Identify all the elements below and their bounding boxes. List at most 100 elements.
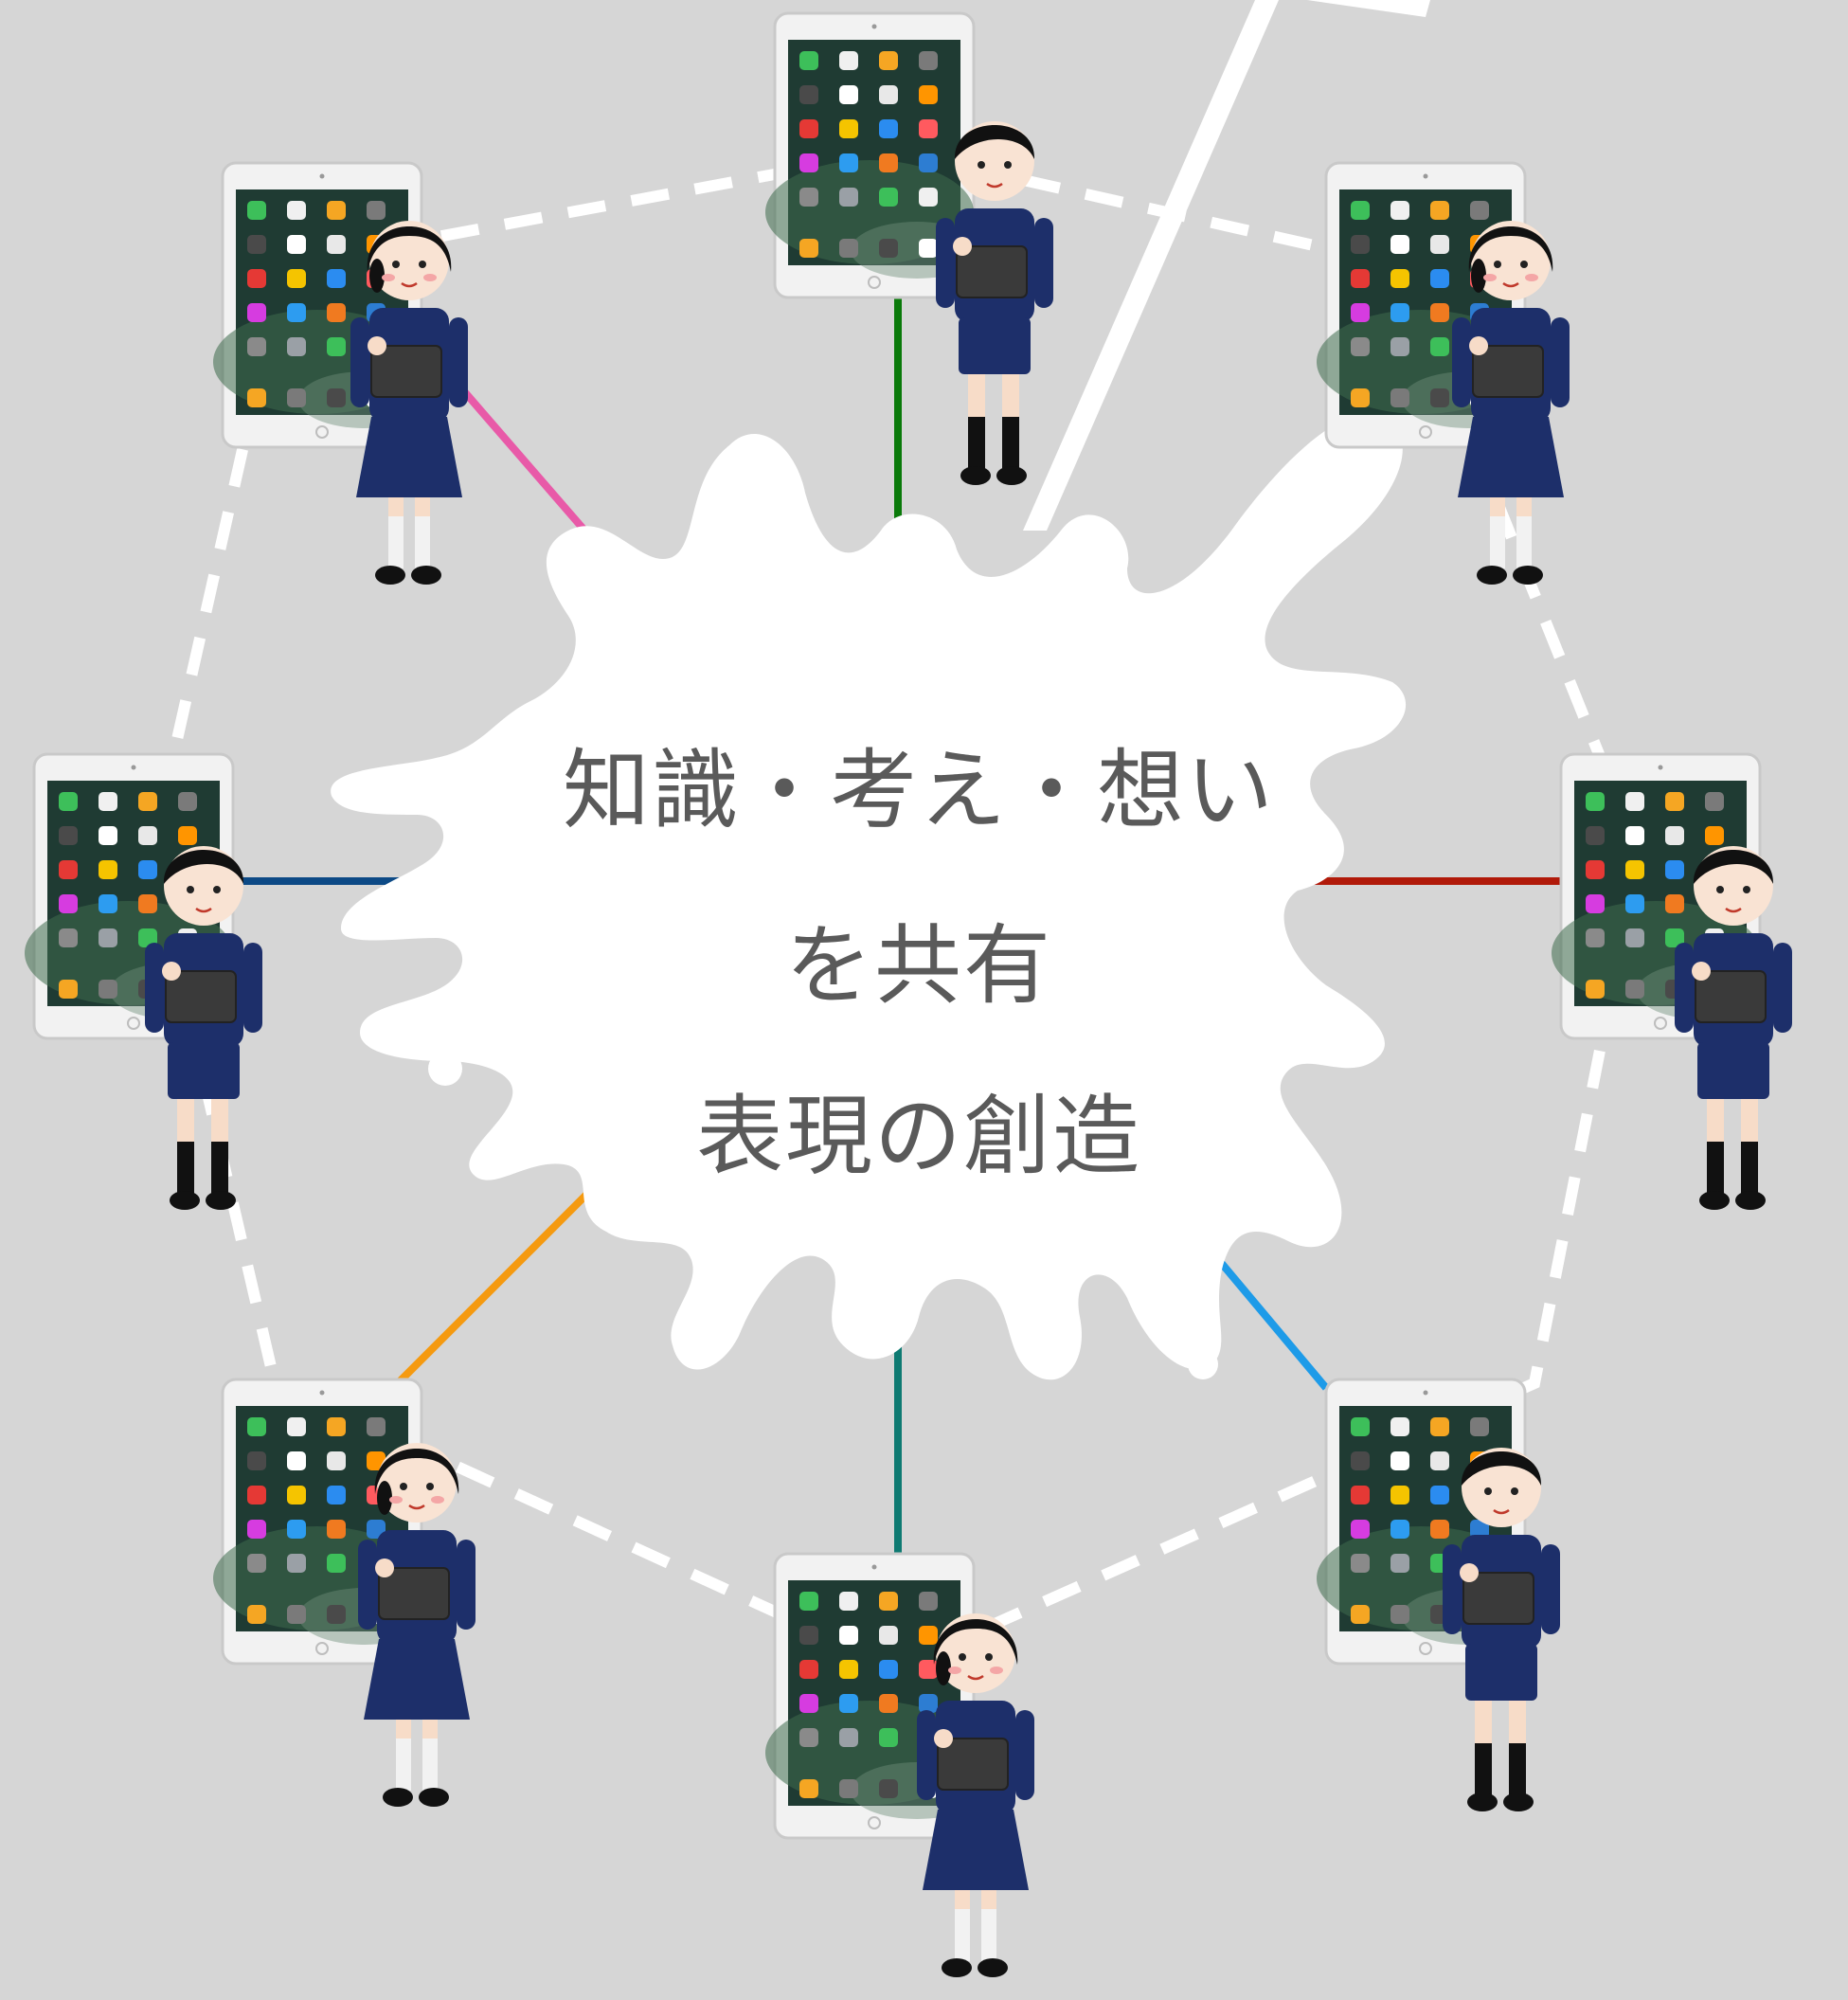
app-icon xyxy=(1390,1605,1409,1624)
app-icon xyxy=(327,1520,346,1539)
center-text-line-3: 表現の創造 xyxy=(695,1086,1141,1187)
app-icon xyxy=(1430,1451,1449,1470)
shoe xyxy=(960,466,991,485)
app-icon xyxy=(1665,792,1684,811)
app-icon xyxy=(327,1417,346,1436)
node-bottom-left xyxy=(213,1378,475,1807)
app-icon xyxy=(1390,303,1409,322)
camera-icon xyxy=(319,173,325,179)
app-icon xyxy=(919,85,938,104)
app-icon xyxy=(367,1451,386,1470)
app-icon xyxy=(839,1779,858,1798)
app-icon xyxy=(327,337,346,356)
app-icon xyxy=(1665,928,1684,947)
app-icon xyxy=(799,1694,818,1713)
app-icon xyxy=(799,1592,818,1611)
app-icon xyxy=(1625,860,1644,879)
app-icon xyxy=(59,792,78,811)
hand xyxy=(1692,962,1711,981)
arm xyxy=(1015,1710,1034,1800)
student-boy-right xyxy=(1675,846,1792,1210)
connector-line-bottom-right xyxy=(1199,1238,1330,1391)
arm xyxy=(1452,317,1471,407)
app-icon xyxy=(287,235,306,254)
cheek xyxy=(382,274,395,281)
app-icon xyxy=(1351,388,1370,407)
app-icon xyxy=(879,188,898,207)
node-top xyxy=(765,11,1053,485)
app-icon xyxy=(138,894,157,913)
cheek xyxy=(389,1496,403,1504)
app-icon xyxy=(839,153,858,172)
app-icon xyxy=(178,792,197,811)
arm xyxy=(917,1710,936,1800)
splash-droplet xyxy=(742,453,783,495)
app-icon xyxy=(1351,1554,1370,1573)
arm xyxy=(449,317,468,407)
sock xyxy=(968,417,985,474)
app-icon xyxy=(247,337,266,356)
home-button-icon xyxy=(127,1017,140,1030)
camera-icon xyxy=(871,24,877,29)
app-icon xyxy=(919,1626,938,1645)
app-icon xyxy=(287,303,306,322)
home-button-icon xyxy=(868,1816,881,1829)
eye xyxy=(985,1653,993,1661)
node-right xyxy=(1552,752,1792,1210)
shoe xyxy=(375,566,405,585)
splash-droplet xyxy=(1188,1349,1218,1379)
app-icon xyxy=(1665,894,1684,913)
handheld-tablet xyxy=(937,1738,1009,1791)
app-icon xyxy=(799,239,818,258)
eye xyxy=(1743,886,1750,893)
hair xyxy=(1461,1451,1542,1486)
uniform-shorts xyxy=(1465,1644,1537,1701)
app-icon xyxy=(1586,894,1605,913)
app-icon xyxy=(287,388,306,407)
app-icon xyxy=(327,303,346,322)
home-button-icon xyxy=(1654,1017,1667,1030)
arm xyxy=(243,943,262,1033)
app-icon xyxy=(919,51,938,70)
hand xyxy=(934,1729,953,1748)
nodes xyxy=(25,11,1792,1977)
eye xyxy=(187,886,194,893)
app-icon xyxy=(839,85,858,104)
student-girl-top-right xyxy=(1452,221,1570,585)
app-icon xyxy=(839,1728,858,1747)
home-button-icon xyxy=(868,276,881,289)
app-icon xyxy=(1351,201,1370,220)
hand xyxy=(375,1559,394,1577)
app-icon xyxy=(1351,303,1370,322)
arm xyxy=(358,1540,377,1630)
app-icon xyxy=(839,1626,858,1645)
app-icon xyxy=(59,980,78,999)
app-icon xyxy=(799,1728,818,1747)
hair xyxy=(374,1449,459,1494)
app-icon xyxy=(879,1626,898,1645)
app-icon xyxy=(1390,1417,1409,1436)
hair xyxy=(367,226,452,272)
shoe xyxy=(1735,1191,1766,1210)
shoe xyxy=(1467,1793,1498,1811)
center-text-line-1: 知識・考え・想い xyxy=(562,740,1275,841)
home-button-icon xyxy=(1419,1642,1432,1655)
app-icon xyxy=(1430,1486,1449,1505)
center-splash xyxy=(331,409,1407,1380)
app-icon xyxy=(287,1605,306,1624)
app-icon xyxy=(839,1660,858,1679)
sock xyxy=(415,516,430,568)
eye xyxy=(1511,1487,1518,1495)
handheld-tablet xyxy=(370,345,442,398)
mouth xyxy=(1502,281,1519,288)
app-icon xyxy=(1586,860,1605,879)
app-icon xyxy=(1390,388,1409,407)
app-icon xyxy=(879,85,898,104)
app-icon xyxy=(367,201,386,220)
app-icon xyxy=(247,388,266,407)
camera-icon xyxy=(1423,173,1428,179)
app-icon xyxy=(1470,1417,1489,1436)
app-icon xyxy=(879,1660,898,1679)
app-icon xyxy=(99,860,117,879)
arm xyxy=(1551,317,1570,407)
